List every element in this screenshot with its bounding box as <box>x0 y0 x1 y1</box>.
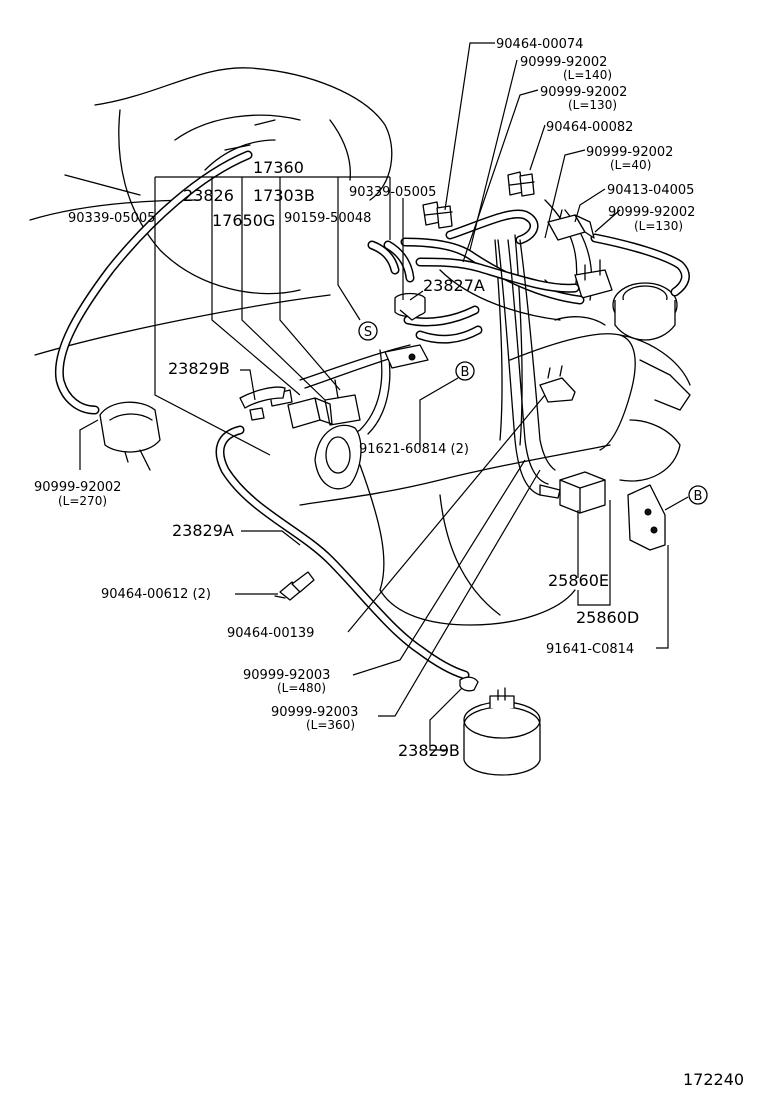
vsv-25860e <box>539 471 606 514</box>
hose-90999-92002-l270 <box>54 150 253 415</box>
vacuum-hose-right <box>590 233 690 297</box>
label-90999-92002-a: 90999-92002 <box>520 55 607 70</box>
label-90464-00082: 90464-00082 <box>546 120 633 135</box>
label-23827a: 23827A <box>423 276 485 295</box>
figure-number: 172240 <box>683 1070 744 1089</box>
filter-left-90999-92002 <box>99 401 161 471</box>
label-17650g: 17650G <box>212 211 275 230</box>
label-90159-50048: 90159-50048 <box>284 211 371 226</box>
label-90999-92002-e-length: (L=270) <box>58 494 107 508</box>
label-25860e: 25860E <box>548 571 609 590</box>
label-90999-92002-a-length: (L=140) <box>563 68 612 82</box>
label-23829b-bottom: 23829B <box>398 741 460 760</box>
label-90339-05005-left: 90339-05005 <box>68 211 155 226</box>
marker-b-center: B <box>455 361 475 381</box>
label-17360: 17360 <box>253 158 304 177</box>
label-90999-92003-a: 90999-92003 <box>243 668 330 683</box>
label-23829a: 23829A <box>172 521 234 540</box>
label-90413-04005: 90413-04005 <box>607 183 694 198</box>
label-90999-92002-e: 90999-92002 <box>34 480 121 495</box>
engine-background-outline <box>29 67 691 626</box>
clamp-90464-00612 <box>274 571 315 601</box>
modulator-17650g <box>314 379 362 490</box>
clips-90464-00082 <box>507 171 535 197</box>
label-90999-92002-d: 90999-92002 <box>608 205 695 220</box>
label-91641-c0814: 91641-C0814 <box>546 642 634 657</box>
clamp-23829b-top <box>239 386 286 421</box>
label-91621-60814: 91621-60814 (2) <box>359 442 469 457</box>
bracket-near-90464-00139 <box>539 365 576 403</box>
marker-b-center-label: B <box>461 365 470 380</box>
label-90999-92003-a-length: (L=480) <box>277 681 326 695</box>
hose-23829a <box>215 425 470 680</box>
label-90339-05005-right: 90339-05005 <box>349 185 436 200</box>
label-90999-92002-b: 90999-92002 <box>540 85 627 100</box>
vsv-90413-04005 <box>547 209 595 241</box>
marker-s: S <box>358 321 378 341</box>
label-17303b: 17303B <box>253 186 315 205</box>
label-25860d: 25860D <box>576 608 639 627</box>
fitting-23827a <box>394 292 426 321</box>
label-90464-00074: 90464-00074 <box>496 37 583 52</box>
fuel-filter-canister <box>459 676 541 776</box>
part-labels: 90464-00074 90999-92002 (L=140) 90999-92… <box>34 37 744 1089</box>
label-90999-92002-b-length: (L=130) <box>568 98 617 112</box>
label-90999-92002-c-length: (L=40) <box>610 158 651 172</box>
bracket-91621 <box>384 344 429 369</box>
label-90999-92003-b: 90999-92003 <box>271 705 358 720</box>
marker-b-right: B <box>688 485 708 505</box>
label-90999-92002-c: 90999-92002 <box>586 145 673 160</box>
label-23829b-top: 23829B <box>168 359 230 378</box>
label-90999-92002-d-length: (L=130) <box>634 219 683 233</box>
label-90464-00612: 90464-00612 (2) <box>101 587 211 602</box>
leader-lines <box>79 42 689 751</box>
small-hoses-center <box>299 240 483 451</box>
marker-s-label: S <box>364 325 372 340</box>
label-90464-00139: 90464-00139 <box>227 626 314 641</box>
label-90999-92003-b-length: (L=360) <box>306 718 355 732</box>
bracket-91641 <box>627 484 666 551</box>
hose-90999-92003 <box>497 239 556 496</box>
marker-b-right-label: B <box>694 489 703 504</box>
clips-90464-00074 <box>422 201 453 229</box>
label-23826: 23826 <box>183 186 234 205</box>
